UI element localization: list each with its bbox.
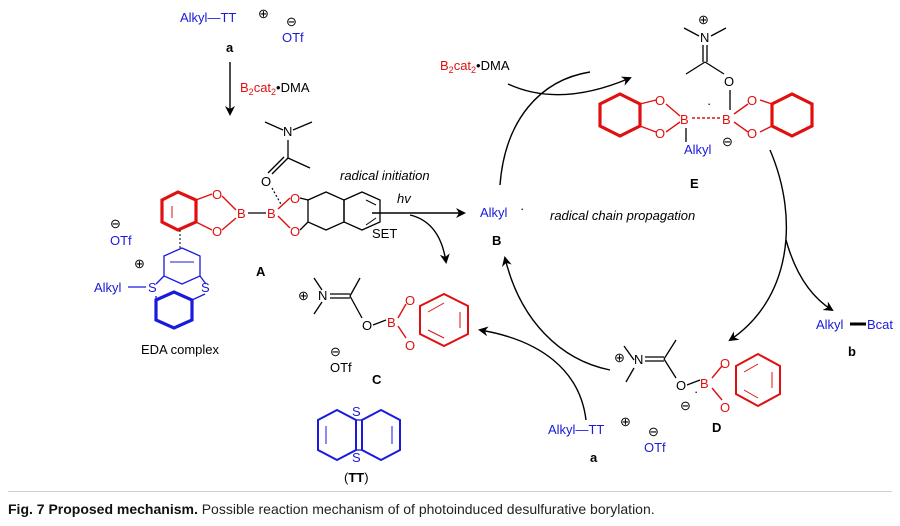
arrow-to-C-from-cycle [478, 326, 587, 421]
radical-initiation-text: radical initiation [340, 168, 430, 183]
b-atom-C: B [387, 315, 396, 330]
minus-charge-eda: ⊖ [110, 216, 121, 231]
b2cat2-text-2: B2cat2•DMA [440, 58, 510, 75]
plus-charge-D: ⊕ [614, 350, 625, 365]
s-atom-tt-bottom: S [352, 450, 361, 465]
label-a-top: a [226, 40, 234, 55]
b-atom-E-2: B [722, 112, 731, 127]
plus-charge-bottom: ⊕ [620, 414, 631, 429]
plus-charge-E: ⊕ [698, 12, 709, 27]
o-right-2: O [290, 224, 300, 239]
thianthrene-TT: S S (TT) [317, 404, 401, 485]
arrow-b2cat2-into-cycle [507, 76, 632, 96]
label-B: B [492, 233, 501, 248]
o-left-2: O [212, 224, 222, 239]
label-b: b [848, 344, 856, 359]
radical-dot-E: · [707, 96, 711, 111]
o-atom-D-2: O [720, 400, 730, 415]
alkyl-on-boron-E: Alkyl [684, 142, 712, 157]
minus-charge-C: ⊖ [330, 344, 341, 359]
caption-separator [8, 491, 892, 492]
o-left-1: O [212, 187, 222, 202]
b2cat2-dma-reagent-1: B2cat2•DMA [240, 80, 310, 97]
s-atom-left: S [148, 280, 157, 295]
reagent-a-bottom: Alkyl—TT ⊕ ⊖ OTf a [548, 414, 666, 465]
o-atom-E-1: O [655, 93, 665, 108]
o-atom-E-4: O [747, 126, 757, 141]
alkyl-radical-B: Alkyl · B [480, 201, 524, 248]
o-atom-C-2: O [405, 338, 415, 353]
alkyl-tt-bottom-text: Alkyl—TT [548, 422, 604, 437]
n-atom-D: N [634, 352, 643, 367]
cycle-arc-E-to-D [728, 149, 788, 342]
o-atom-D: O [676, 378, 686, 393]
o-atom-C: O [362, 318, 372, 333]
alkyl-on-sulfur: Alkyl [94, 280, 122, 295]
intermediate-C: ⊕ N O B O O ⊖ OTf C [298, 277, 469, 387]
label-a-bottom: a [590, 450, 598, 465]
otf-eda: OTf [110, 233, 132, 248]
o-atom-E: O [724, 74, 734, 89]
n-atom-E: N [700, 30, 709, 45]
dma-o-atom: O [261, 174, 271, 189]
label-A: A [256, 264, 266, 279]
eda-complex-text: EDA complex [141, 342, 220, 357]
intermediate-E: ⊕ N O O O B · B O O ⊖ Alkyl E [598, 12, 814, 191]
arrow-to-product-b [785, 239, 834, 312]
b-left: B [237, 206, 246, 221]
b-atom-E-1: B [680, 112, 689, 127]
cycle-arc-B-to-E [499, 71, 591, 186]
plus-charge-C: ⊕ [298, 288, 309, 303]
intermediate-D: ⊕ N O B · O O ⊖ D [614, 339, 781, 435]
label-C: C [372, 372, 382, 387]
label-E: E [690, 176, 699, 191]
tt-label: (TT) [344, 470, 369, 485]
alkyl-tt-top-text: Alkyl—TT [180, 10, 236, 25]
o-atom-E-2: O [655, 126, 665, 141]
bcat-product: Bcat [867, 317, 893, 332]
eda-complex-A: N O O O B B O O ⊕ S [94, 121, 381, 357]
s-atom-right: S [201, 280, 210, 295]
alkyl-radical-text: Alkyl [480, 205, 508, 220]
label-D: D [712, 420, 721, 435]
reagent-a-top: Alkyl—TT ⊕ ⊖ OTf a [180, 6, 304, 55]
radical-dot-D: · [694, 384, 698, 399]
minus-charge-E: ⊖ [722, 134, 733, 149]
caption-text: Possible reaction mechanism of of photoi… [197, 501, 655, 517]
radical-dot: · [520, 201, 524, 216]
figure-caption: Fig. 7 Proposed mechanism. Possible reac… [8, 501, 892, 517]
minus-charge-bottom: ⊖ [648, 424, 659, 439]
o-right-1: O [290, 191, 300, 206]
b2cat2-dma-reagent-2: B2cat2•DMA [440, 58, 510, 75]
o-atom-C-1: O [405, 293, 415, 308]
cycle-arc-D-to-B [502, 256, 611, 371]
arrow-set-to-C [409, 214, 450, 264]
n-atom-C: N [318, 288, 327, 303]
minus-charge-D: ⊖ [680, 398, 691, 413]
s-atom-tt-top: S [352, 404, 361, 419]
hv-text: hv [397, 191, 412, 206]
b-right: B [267, 206, 276, 221]
product-b: Alkyl Bcat b [816, 317, 893, 359]
caption-label: Fig. 7 Proposed mechanism. [8, 501, 198, 517]
o-atom-E-3: O [747, 93, 757, 108]
b2cat2-text-1: B2cat2•DMA [240, 80, 310, 97]
plus-charge: ⊕ [258, 6, 269, 21]
minus-charge: ⊖ [286, 14, 297, 29]
b-atom-D: B [700, 376, 709, 391]
otf-counterion: OTf [282, 30, 304, 45]
alkyl-product: Alkyl [816, 317, 844, 332]
plus-charge-eda: ⊕ [134, 256, 145, 271]
radical-chain-propagation-text: radical chain propagation [550, 208, 695, 223]
otf-bottom: OTf [644, 440, 666, 455]
o-atom-D-1: O [720, 356, 730, 371]
otf-C: OTf [330, 360, 352, 375]
set-text: SET [372, 226, 397, 241]
dma-n-atom: N [283, 124, 292, 139]
